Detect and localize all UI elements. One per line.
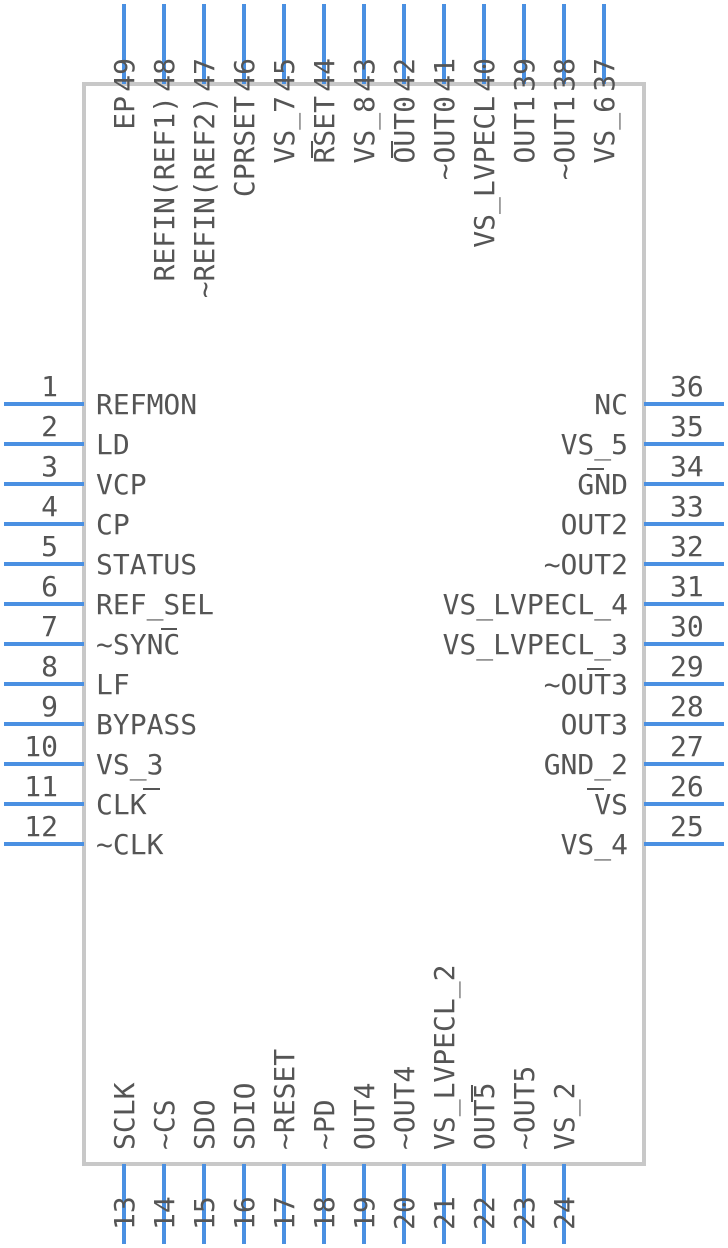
pin-35-number: 35 bbox=[670, 410, 704, 443]
pin-12-number: 12 bbox=[24, 810, 58, 843]
pin-31-number: 31 bbox=[670, 570, 704, 603]
pin-47-name: ~REFIN(REF2) bbox=[188, 96, 221, 298]
pin-12-name: ~CLK bbox=[96, 828, 164, 861]
pin-49-name: EP bbox=[108, 96, 141, 130]
pin-42-number: 42 bbox=[388, 58, 421, 92]
pin-36-number: 36 bbox=[670, 370, 704, 403]
pin-28-name: OUT3 bbox=[561, 708, 628, 741]
pin-11-number: 11 bbox=[24, 770, 58, 803]
pin-27-number: 27 bbox=[670, 730, 704, 763]
pin-30-name: VS_LVPECL_3 bbox=[443, 628, 628, 662]
pin-36-name: NC bbox=[594, 388, 628, 421]
pin-21-number: 21 bbox=[428, 1196, 461, 1230]
pin-33-name: OUT2 bbox=[561, 508, 628, 541]
pin-47-number: 47 bbox=[188, 58, 221, 92]
pin-34-name: GND bbox=[577, 468, 628, 501]
pin-16-name: SDIO bbox=[228, 1083, 261, 1150]
pin-23-name: ~OUT5 bbox=[508, 1066, 541, 1150]
pin-15-name: SDO bbox=[188, 1099, 221, 1150]
pin-35-name: VS_5 bbox=[561, 428, 628, 462]
pin-46-number: 46 bbox=[228, 58, 261, 92]
pin-13-number: 13 bbox=[108, 1196, 141, 1230]
pin-44-number: 44 bbox=[308, 58, 341, 92]
pin-14-name: ~CS bbox=[148, 1099, 181, 1150]
pin-5-number: 5 bbox=[41, 530, 58, 563]
pin-38-number: 38 bbox=[548, 58, 581, 92]
pin-22-name: OUT5 bbox=[468, 1083, 501, 1150]
pin-30-number: 30 bbox=[670, 610, 704, 643]
pin-23-number: 23 bbox=[508, 1196, 541, 1230]
pin-49-number: 49 bbox=[108, 58, 141, 92]
pin-9-number: 9 bbox=[41, 690, 58, 723]
pin-32-name: ~OUT2 bbox=[544, 548, 628, 581]
pin-29-number: 29 bbox=[670, 650, 704, 683]
pin-17-number: 17 bbox=[268, 1196, 301, 1230]
pin-48-number: 48 bbox=[148, 58, 181, 92]
pin-31-name: VS_LVPECL_4 bbox=[443, 588, 628, 622]
pin-26-name: VS bbox=[594, 788, 628, 821]
pin-45-number: 45 bbox=[268, 58, 301, 92]
pin-25-number: 25 bbox=[670, 810, 704, 843]
pin-40-number: 40 bbox=[468, 58, 501, 92]
pin-48-name: REFIN(REF1) bbox=[148, 96, 181, 281]
pin-43-name: VS_8 bbox=[348, 96, 382, 163]
pin-3-name: VCP bbox=[96, 468, 147, 501]
pin-27-name: GND_2 bbox=[544, 748, 628, 782]
pin-37-name: VS_6 bbox=[588, 96, 622, 163]
pin-18-name: ~PD bbox=[308, 1099, 341, 1150]
pin-7-name: ~SYNC bbox=[96, 628, 180, 661]
pin-39-number: 39 bbox=[508, 58, 541, 92]
pin-24-number: 24 bbox=[548, 1196, 581, 1230]
pin-10-number: 10 bbox=[24, 730, 58, 763]
pin-34-number: 34 bbox=[670, 450, 704, 483]
pin-5-name: STATUS bbox=[96, 548, 197, 581]
pin-3-number: 3 bbox=[41, 450, 58, 483]
pin-1-number: 1 bbox=[41, 370, 58, 403]
pin-8-name: LF bbox=[96, 668, 130, 701]
pin-20-number: 20 bbox=[388, 1196, 421, 1230]
pin-25-name: VS_4 bbox=[561, 828, 628, 862]
pin-7-number: 7 bbox=[41, 610, 58, 643]
pin-8-number: 8 bbox=[41, 650, 58, 683]
pin-20-name: ~OUT4 bbox=[388, 1066, 421, 1150]
pin-4-number: 4 bbox=[41, 490, 58, 523]
pin-11-name: CLK bbox=[96, 788, 147, 821]
pin-32-number: 32 bbox=[670, 530, 704, 563]
pin-9-name: BYPASS bbox=[96, 708, 197, 741]
pin-2-name: LD bbox=[96, 428, 130, 461]
pin-15-number: 15 bbox=[188, 1196, 221, 1230]
pin-4-name: CP bbox=[96, 508, 130, 541]
pin-40-name: VS_LVPECL bbox=[468, 96, 502, 248]
pin-39-name: OUT1 bbox=[508, 96, 541, 163]
pin-6-name: REF_SEL bbox=[96, 588, 214, 622]
pin-26-number: 26 bbox=[670, 770, 704, 803]
pin-14-number: 14 bbox=[148, 1196, 181, 1230]
pin-29-name: ~OUT3 bbox=[544, 668, 628, 701]
pin-16-number: 16 bbox=[228, 1196, 261, 1230]
pin-24-name: VS_2 bbox=[548, 1083, 582, 1150]
pin-19-number: 19 bbox=[348, 1196, 381, 1230]
pin-1-name: REFMON bbox=[96, 388, 197, 421]
pin-19-name: OUT4 bbox=[348, 1083, 381, 1150]
pin-22-number: 22 bbox=[468, 1196, 501, 1230]
pin-38-name: ~OUT1 bbox=[548, 96, 581, 180]
pin-41-name: ~OUT0 bbox=[428, 96, 461, 180]
pin-42-name: OUT0 bbox=[388, 96, 421, 163]
pin-43-number: 43 bbox=[348, 58, 381, 92]
pin-45-name: VS_7 bbox=[268, 96, 302, 163]
pin-28-number: 28 bbox=[670, 690, 704, 723]
pin-10-name: VS_3 bbox=[96, 748, 163, 782]
pin-18-number: 18 bbox=[308, 1196, 341, 1230]
pin-21-name: VS_LVPECL_2 bbox=[428, 965, 462, 1150]
pin-33-number: 33 bbox=[670, 490, 704, 523]
pin-46-name: CPRSET bbox=[228, 96, 261, 197]
pin-17-name: ~RESET bbox=[268, 1049, 301, 1150]
pin-2-number: 2 bbox=[41, 410, 58, 443]
pin-13-name: SCLK bbox=[108, 1082, 141, 1150]
pin-44-name: RSET bbox=[308, 96, 341, 164]
pin-6-number: 6 bbox=[41, 570, 58, 603]
pin-37-number: 37 bbox=[588, 58, 621, 92]
pin-41-number: 41 bbox=[428, 58, 461, 92]
